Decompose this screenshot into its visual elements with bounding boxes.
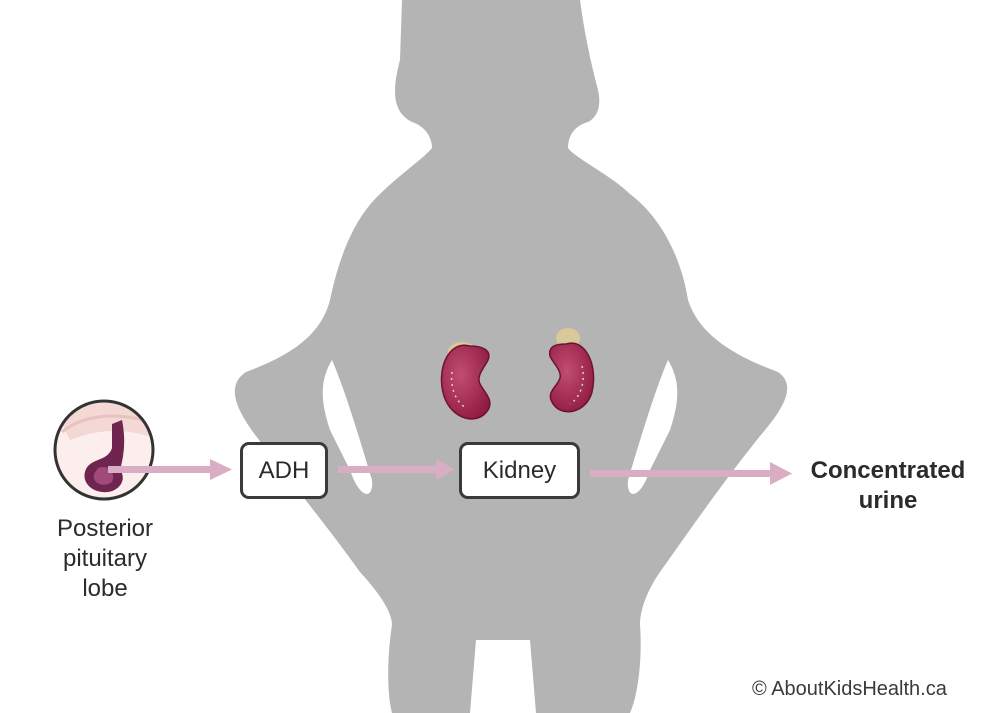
arrow-kidney-to-output xyxy=(590,462,792,485)
output-label-line-2: urine xyxy=(858,487,918,514)
pituitary-gland-icon xyxy=(53,399,155,501)
pituitary-label-line-2: pituitary xyxy=(62,545,148,572)
child-silhouette xyxy=(234,0,788,713)
node-adh: ADH xyxy=(240,442,328,499)
pituitary-label-line-1: Posterior xyxy=(56,515,154,542)
copyright-text: © AboutKidsHealth.ca xyxy=(752,678,947,700)
right-kidney xyxy=(548,328,595,413)
node-pituitary-label: Posterior pituitary lobe xyxy=(20,514,190,604)
node-kidney-label: Kidney xyxy=(482,456,557,484)
node-kidney: Kidney xyxy=(459,442,580,499)
left-arm-gap xyxy=(322,360,373,494)
arrow-adh-to-kidney xyxy=(338,459,455,480)
left-kidney xyxy=(440,342,491,420)
right-arm-gap xyxy=(627,360,678,494)
output-label-line-1: Concentrated xyxy=(810,457,966,484)
node-adh-label: ADH xyxy=(258,456,310,484)
arrow-pituitary-to-adh xyxy=(108,459,232,480)
node-output-label: Concentrated urine xyxy=(790,456,986,516)
pituitary-label-line-3: lobe xyxy=(82,575,128,602)
